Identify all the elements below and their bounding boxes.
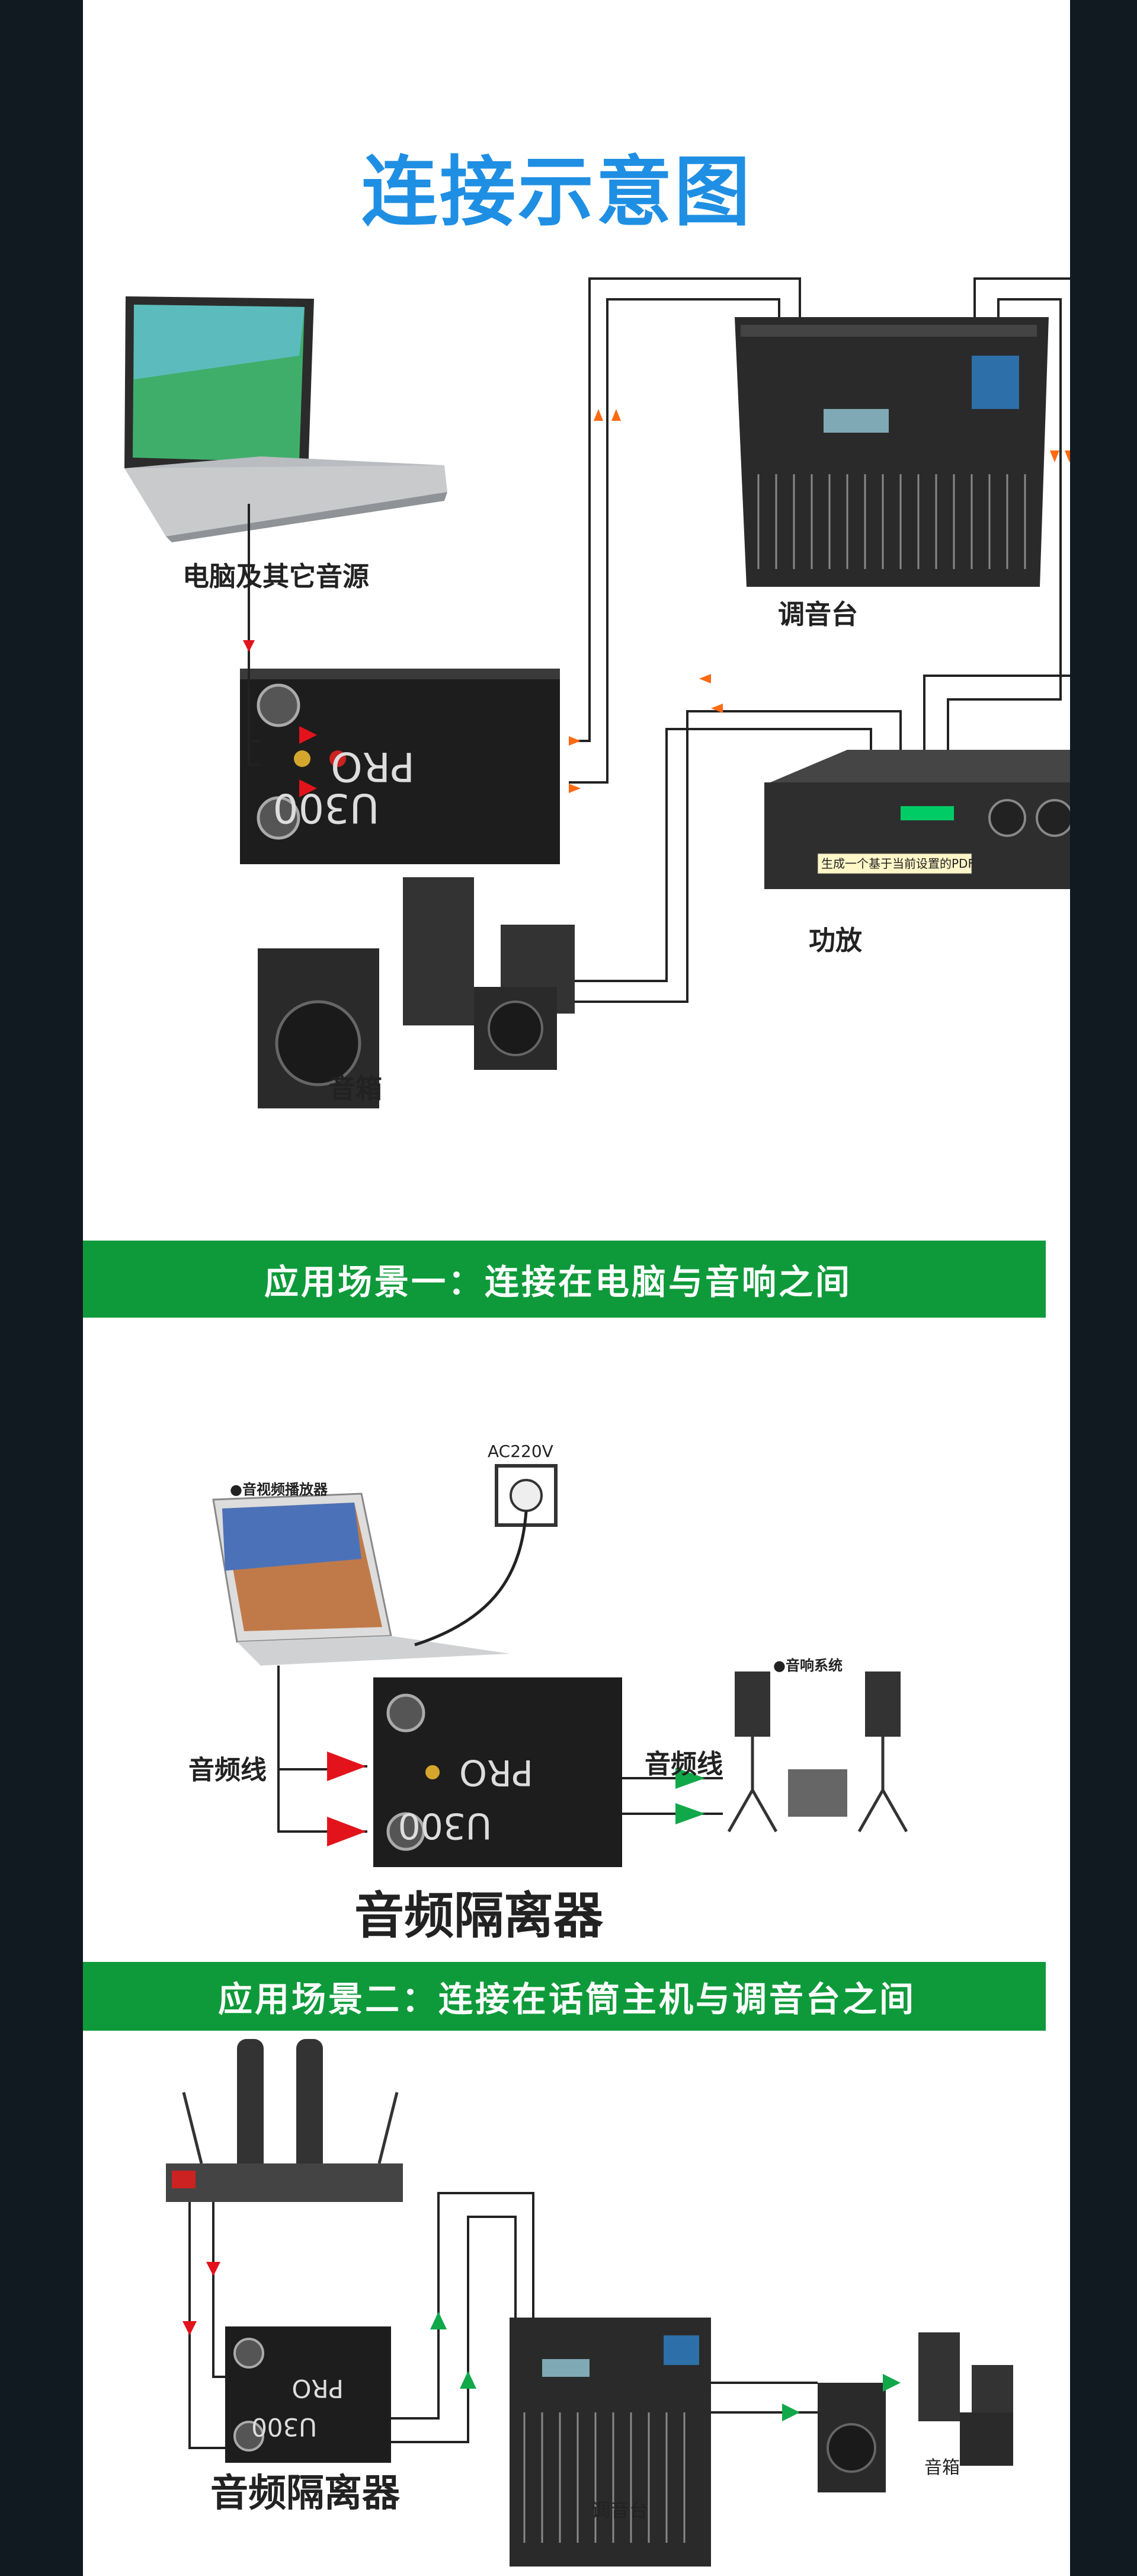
label-cable-out: 音频线 (645, 1743, 723, 1781)
box-brand-text-3: PRO (292, 2374, 344, 2403)
amplifier-icon: 生成一个基于当前设置的PDF (764, 750, 1070, 889)
label-sound-system: ●音响系统 (773, 1654, 843, 1674)
label-speakers-3: 音箱 (924, 2453, 960, 2479)
sound-system-icon (729, 1671, 907, 1832)
speakers-icon (258, 877, 575, 1108)
power-cable (415, 1511, 526, 1645)
box-model-text-2: U300 (398, 1805, 492, 1846)
box-model-text: U300 (273, 784, 379, 831)
amp-popup-text: 生成一个基于当前设置的PDF (821, 856, 975, 871)
mixer-icon (735, 317, 1049, 587)
mic-receiver-icon (166, 2039, 403, 2202)
mixer-icon-3 (510, 2318, 711, 2567)
laptop-icon-2 (213, 1494, 510, 1666)
label-device: 音频隔离器 (354, 1876, 603, 1948)
label-cable-in: 音频线 (188, 1749, 267, 1786)
banner-scene-2: 应用场景二：连接在话筒主机与调音台之间 (83, 1962, 1046, 2031)
banner-scene-1-text: 应用场景一：连接在电脑与音响之间 (264, 1254, 852, 1304)
audio-isolator-box: PRO U300 (240, 669, 560, 864)
box-brand-text: PRO (331, 743, 415, 790)
label-computer: 电脑及其它音源 (182, 555, 369, 593)
box-model-text-3: U300 (251, 2412, 317, 2441)
banner-scene-2-text: 应用场景二：连接在话筒主机与调音台之间 (218, 1971, 916, 2021)
label-power: AC220V (488, 1442, 553, 1461)
label-device-3: 音频隔离器 (210, 2463, 400, 2517)
label-mixer: 调音台 (778, 593, 858, 631)
banner-scene-1: 应用场景一：连接在电脑与音响之间 (83, 1241, 1046, 1318)
red-arrows-2 (327, 1752, 366, 1846)
audio-isolator-box-2: PRO U300 (373, 1677, 622, 1867)
speakers-icon-3 (818, 2332, 1013, 2492)
box-brand-text-2: PRO (459, 1752, 533, 1793)
label-player: ●音视频播放器 (230, 1478, 328, 1498)
label-speakers: 音箱 (329, 1067, 382, 1105)
audio-isolator-box-3: PRO U300 (225, 2326, 391, 2463)
label-mixer-3: 调音台 (591, 2495, 648, 2523)
laptop-icon (124, 296, 447, 542)
red-arrows-3 (182, 2262, 220, 2335)
diagram-2: PRO U300 (83, 1322, 1070, 1903)
product-page: 连接示意图 PRO U300 (83, 0, 1070, 2576)
label-amp: 功放 (809, 919, 862, 957)
